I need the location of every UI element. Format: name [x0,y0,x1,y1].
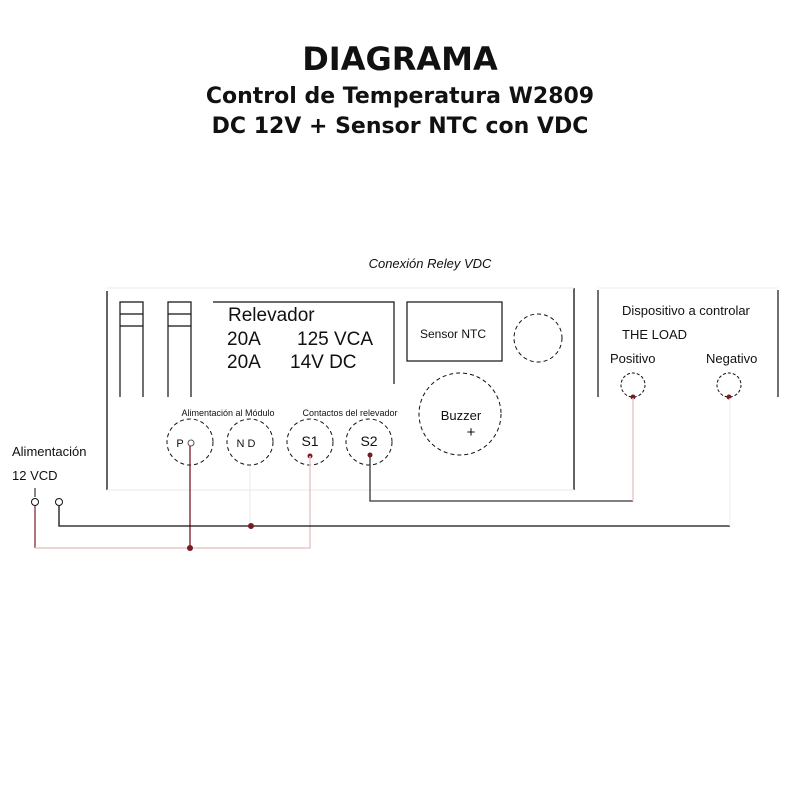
load-positive-terminal [620,372,646,398]
load-title: Dispositivo a controlar [622,303,751,318]
svg-text:S1: S1 [301,433,318,449]
terminal-s2: S2 [345,418,393,466]
relay-contacts-label: Contactos del relevador [302,408,397,418]
load-positive-label: Positivo [610,351,656,366]
wires [34,398,731,551]
controller-module [106,287,575,491]
svg-text:N D: N D [237,438,256,450]
buzzer-label: Buzzer [441,408,482,423]
power-supply: Alimentación 12 VCD [12,444,86,506]
terminal-nd: N D [226,418,274,466]
connection-caption: Conexión Reley VDC [369,256,492,271]
relay-line2-amps: 20A [227,352,261,373]
load-name: THE LOAD [622,327,687,342]
load-negative-label: Negativo [706,351,757,366]
svg-text:S2: S2 [360,433,377,449]
buzzer-plus: + [467,424,476,441]
diagram-title: DIAGRAMA [302,40,498,78]
display-port-circle [513,313,563,363]
buzzer: Buzzer + [418,372,502,456]
power-terminal-positive [31,498,39,506]
connector-blocks [119,301,192,397]
svg-text:P: P [176,438,183,450]
module-power-label: Alimentación al Módulo [181,408,274,418]
load-device-box: Dispositivo a controlar THE LOAD Positiv… [597,287,779,400]
diagram-subtitle-spec: DC 12V + Sensor NTC con VDC [211,114,589,139]
power-voltage: 12 VCD [12,468,58,483]
relay-label: Relevador [228,305,315,326]
sensor-ntc-label: Sensor NTC [420,327,486,341]
relay-box: Relevador 20A 125 VCA 20A 14V DC [213,301,395,384]
relay-line2-volts: 14V DC [290,352,357,373]
relay-line1-volts: 125 VCA [297,329,373,350]
load-negative-terminal [716,372,742,398]
relay-line1-amps: 20A [227,329,261,350]
power-label: Alimentación [12,444,86,459]
sensor-ntc-box: Sensor NTC [406,301,503,362]
diagram-subtitle-model: Control de Temperatura W2809 [205,84,595,109]
power-terminal-negative [55,498,63,506]
